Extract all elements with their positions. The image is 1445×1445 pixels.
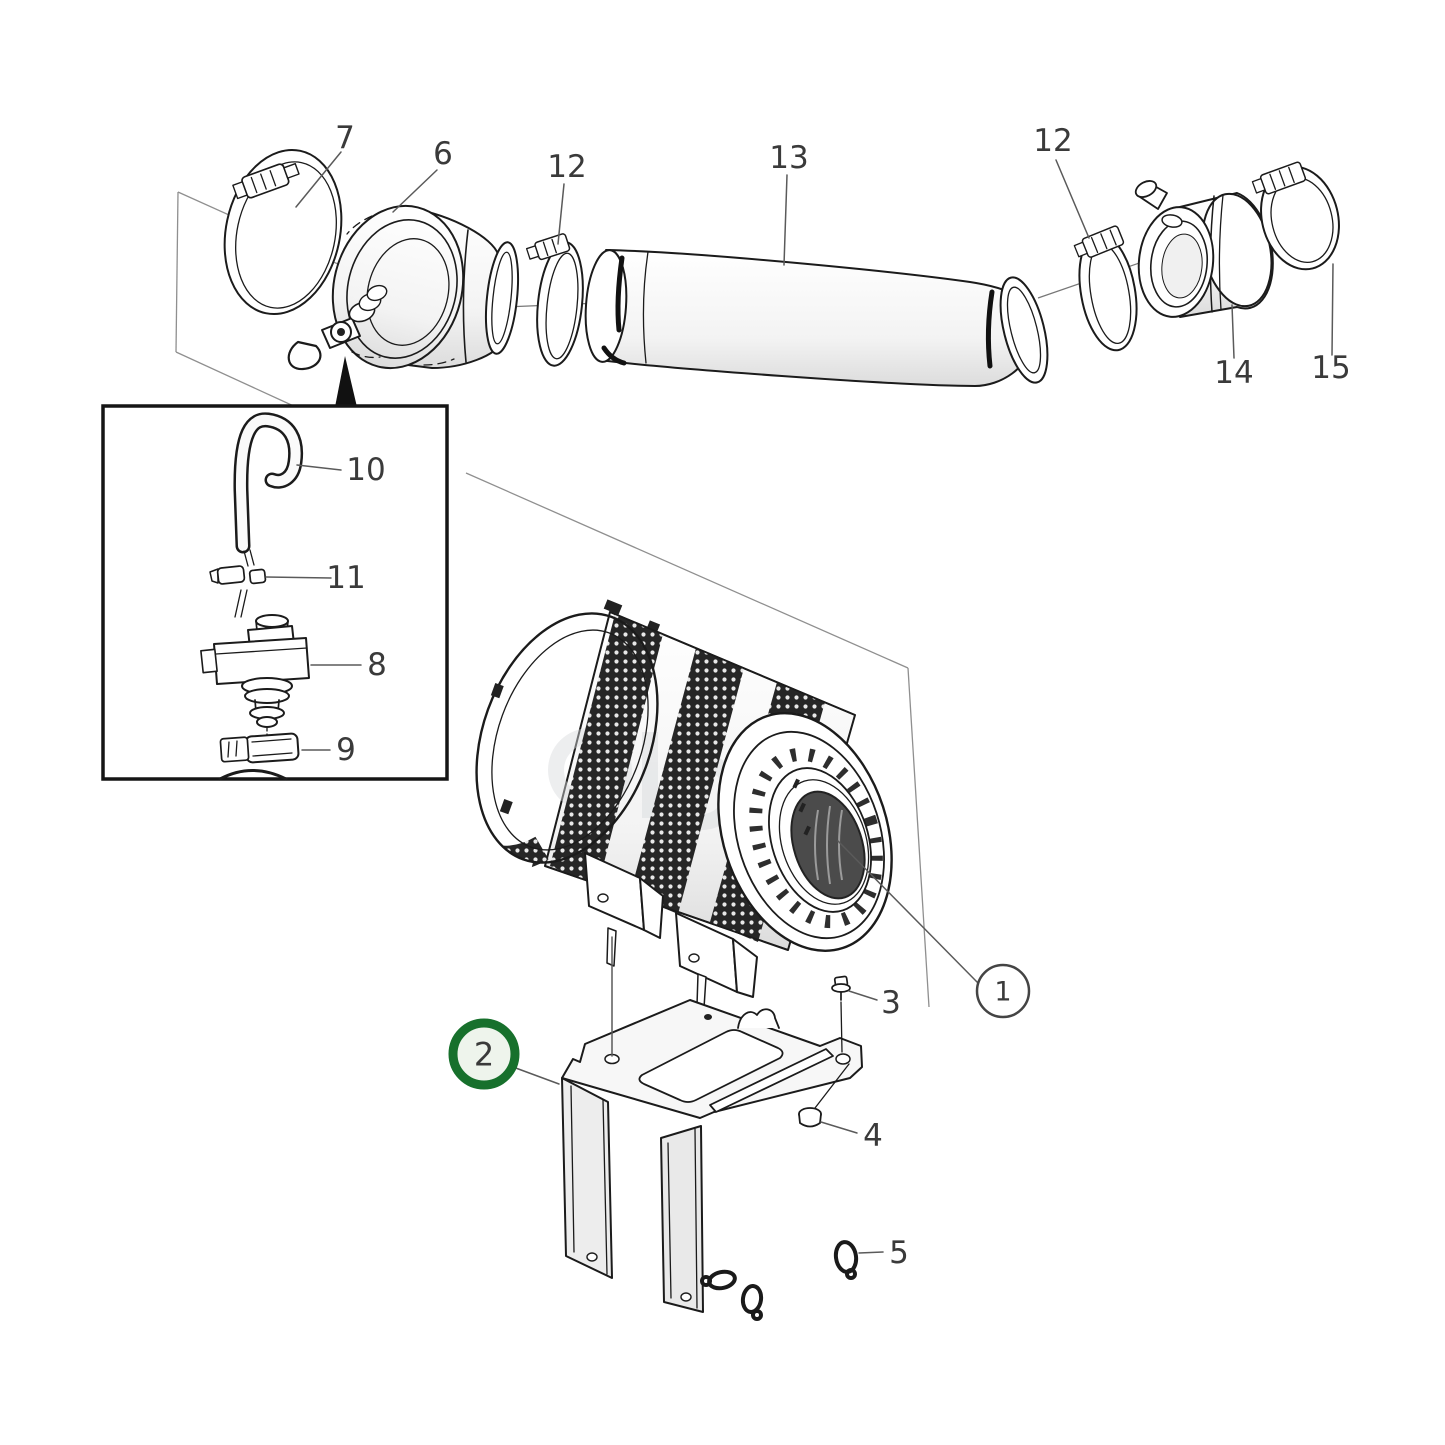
- callout-circle-1[interactable]: [975, 963, 1031, 1019]
- callout-label-15[interactable]: 15: [1311, 350, 1350, 386]
- callout-label-1[interactable]: 1: [994, 977, 1011, 1008]
- callout-13[interactable]: 13: [769, 140, 808, 176]
- part-bolt-3[interactable]: [831, 975, 851, 1053]
- part-clamp-12-left[interactable]: [525, 233, 589, 368]
- callout-2[interactable]: 2: [448, 1018, 520, 1090]
- callout-10[interactable]: 10: [346, 452, 385, 488]
- detail-pointer: [335, 356, 357, 407]
- callout-7[interactable]: 7: [335, 120, 355, 156]
- part-elbow-6[interactable]: [287, 192, 523, 382]
- part-clip-5[interactable]: [700, 1240, 859, 1321]
- detail-inset-box: [101, 404, 449, 781]
- callout-14[interactable]: 14: [1214, 355, 1253, 391]
- callout-label-5[interactable]: 5: [889, 1235, 909, 1271]
- callout-9[interactable]: 9: [336, 732, 356, 768]
- leader-lines: [265, 151, 1334, 1254]
- callout-12[interactable]: 12: [547, 149, 586, 185]
- part-bracket-2[interactable]: [561, 999, 863, 1313]
- callout-label-4[interactable]: 4: [863, 1118, 883, 1154]
- callout-label-14[interactable]: 14: [1214, 355, 1253, 391]
- callout-12[interactable]: 12: [1033, 123, 1072, 159]
- callout-label-11[interactable]: 11: [326, 560, 365, 596]
- callout-label-12[interactable]: 12: [547, 149, 586, 185]
- callout-11[interactable]: 11: [326, 560, 365, 596]
- callout-4[interactable]: 4: [863, 1118, 883, 1154]
- callout-label-8[interactable]: 8: [367, 647, 387, 683]
- part-clamp-9[interactable]: [219, 732, 300, 764]
- callout-circle-2[interactable]: [448, 1018, 520, 1090]
- callout-8[interactable]: 8: [367, 647, 387, 683]
- callout-15[interactable]: 15: [1311, 350, 1350, 386]
- callout-6[interactable]: 6: [433, 136, 453, 172]
- callout-label-2[interactable]: 2: [474, 1036, 494, 1074]
- part-hose-clamp-7[interactable]: [210, 139, 356, 325]
- part-clamp-12-right[interactable]: [1071, 225, 1145, 355]
- callout-label-9[interactable]: 9: [336, 732, 356, 768]
- part-sleeve-14[interactable]: [1133, 178, 1281, 321]
- callout-1[interactable]: 1: [975, 963, 1031, 1019]
- part-fitting-11[interactable]: [209, 565, 267, 618]
- drain-valve: [287, 284, 388, 371]
- part-nut-4[interactable]: [798, 1063, 850, 1128]
- callout-label-13[interactable]: 13: [769, 140, 808, 176]
- mounting-feet: [584, 852, 758, 1009]
- part-drain-tube-10[interactable]: [233, 412, 304, 567]
- callout-label-10[interactable]: 10: [346, 452, 385, 488]
- clamp-screw: [232, 162, 300, 200]
- part-air-cleaner-1[interactable]: [443, 588, 921, 1009]
- part-intake-tube-13[interactable]: [582, 249, 1056, 387]
- callout-label-12[interactable]: 12: [1033, 123, 1072, 159]
- part-valve-8[interactable]: [200, 614, 310, 737]
- callout-5[interactable]: 5: [889, 1235, 909, 1271]
- callout-label-7[interactable]: 7: [335, 120, 355, 156]
- part-clamp-15[interactable]: [1251, 158, 1350, 277]
- callout-label-6[interactable]: 6: [433, 136, 453, 172]
- callout-3[interactable]: 3: [881, 985, 901, 1021]
- callout-label-3[interactable]: 3: [881, 985, 901, 1021]
